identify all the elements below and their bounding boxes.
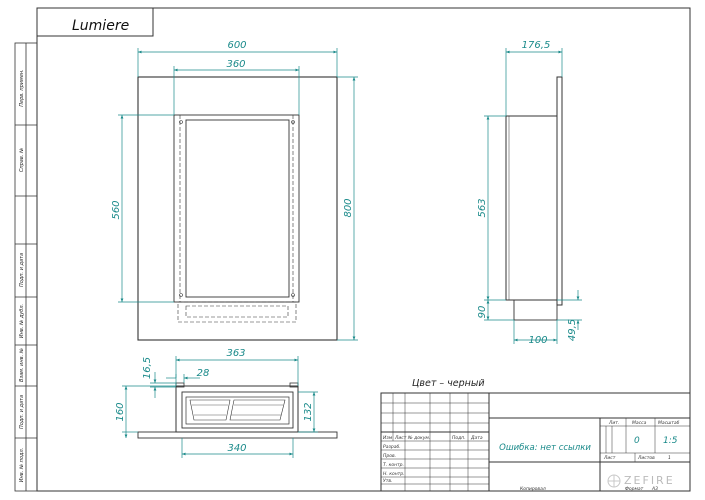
- top-dimensions: [122, 356, 318, 458]
- dim-top-height-right: 132: [303, 402, 314, 421]
- tb-mass-value: 0: [634, 436, 640, 446]
- dim-front-inner-height: 560: [111, 200, 122, 219]
- watermark-text: ZEFIRE: [624, 474, 675, 487]
- tb-row-label: Утв.: [383, 478, 392, 484]
- tb-error-text: Ошибка: нет ссылки: [499, 443, 591, 453]
- tb-sheets-label: Листов: [637, 455, 655, 461]
- tb-col-header: Подп.: [452, 435, 466, 441]
- color-note: Цвет – черный: [412, 378, 485, 389]
- tb-lit-label: Лит.: [608, 420, 619, 426]
- dim-side-height: 563: [477, 198, 488, 217]
- zefire-logo-icon: [607, 474, 621, 488]
- dim-top-height-left: 160: [115, 402, 126, 421]
- tb-col-header: Изм: [383, 435, 393, 441]
- side-labels: Перв. примен. Справ. № Подп. и дата Инв.…: [19, 69, 25, 482]
- tb-row-label: Пров.: [383, 453, 396, 459]
- side-label: Подп. и дата: [19, 253, 25, 287]
- drawing-title: Lumiere: [72, 18, 129, 34]
- side-view: [505, 76, 563, 321]
- dim-top-bottom-width: 340: [227, 443, 246, 454]
- tb-sheets-value: 1: [668, 455, 671, 461]
- side-label: Перв. примен.: [19, 69, 25, 107]
- dim-side-gap: 90: [477, 306, 488, 319]
- dim-top-offset: 28: [197, 368, 210, 379]
- tb-col-header: Лист: [394, 435, 407, 441]
- side-dimensions: [484, 48, 582, 344]
- dim-side-depth: 176,5: [522, 40, 551, 51]
- tb-row-label: Т. контр.: [383, 462, 404, 468]
- title-block: [380, 392, 691, 492]
- side-label: Подп. и дата: [19, 395, 25, 429]
- top-view: [137, 382, 338, 439]
- tb-row-label: Н. контр.: [383, 471, 405, 477]
- tb-row-label: Разраб.: [383, 444, 401, 450]
- tb-col-header: Дата: [470, 435, 483, 441]
- tb-col-header: № докум.: [407, 435, 430, 441]
- front-view: [137, 76, 338, 341]
- dim-front-width: 600: [227, 40, 246, 51]
- dim-side-bottom-height: 49,5: [567, 319, 578, 341]
- tb-mass-label: Масса: [632, 420, 647, 426]
- tb-scale-value: 1:5: [663, 436, 678, 446]
- dim-front-inner-width: 360: [226, 59, 245, 70]
- tb-scale-label: Масштаб: [658, 420, 680, 426]
- tb-sheet-label: Лист: [603, 455, 616, 461]
- front-dimensions: [118, 48, 358, 341]
- tb-copied-label: Копировал: [520, 486, 546, 492]
- side-label: Инв. № подл.: [19, 448, 25, 483]
- dim-side-bottom-width: 100: [528, 335, 547, 346]
- sheet-border: [36, 7, 691, 492]
- tb-format-value: A3: [651, 486, 658, 492]
- side-strip: [14, 42, 38, 492]
- side-label: Справ. №: [19, 148, 25, 172]
- side-label: Взам. инв. №: [19, 348, 25, 382]
- dim-top-lip: 16,5: [142, 357, 153, 379]
- dim-top-width: 363: [226, 348, 245, 359]
- side-label: Инв. № дубл.: [19, 304, 25, 338]
- title-box: [36, 7, 154, 37]
- dim-front-height: 800: [343, 198, 354, 217]
- tb-format-label: Формат: [625, 486, 644, 492]
